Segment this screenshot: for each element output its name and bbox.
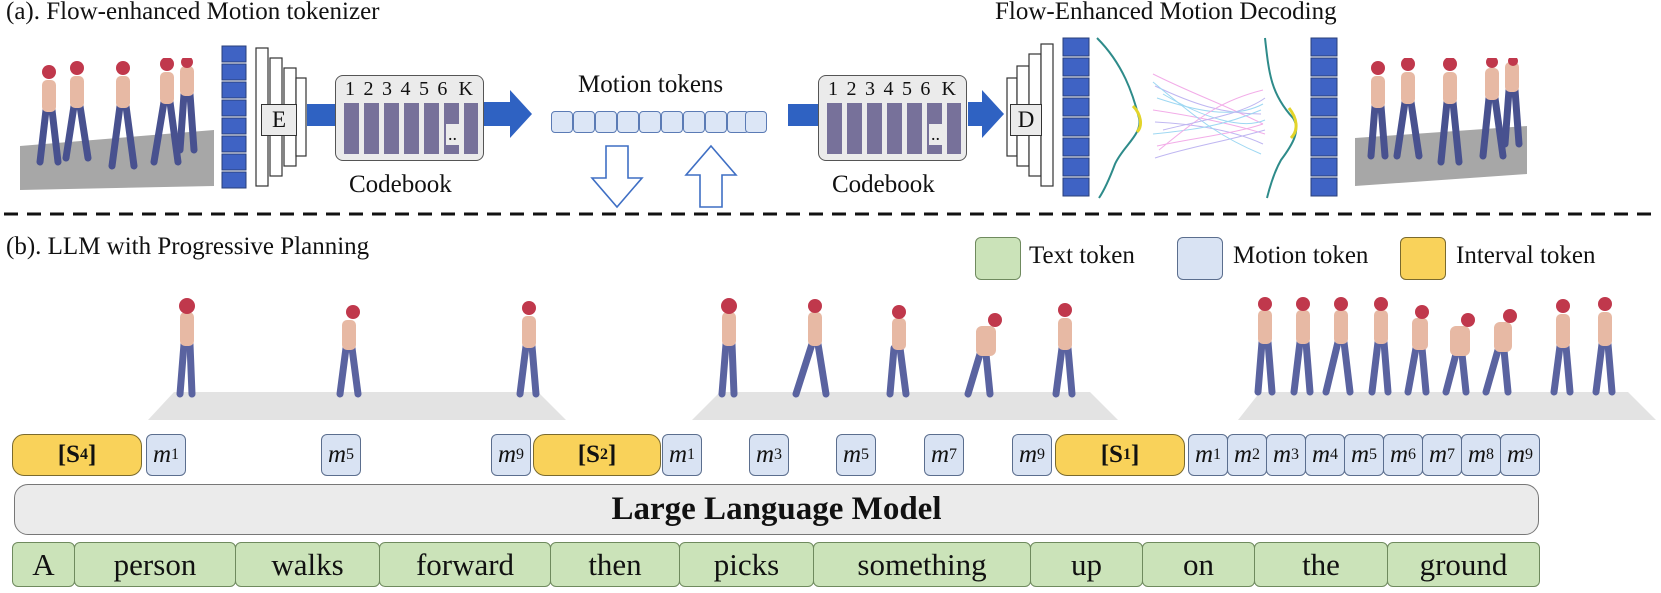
codebook-2-ellipsis: .. (929, 124, 942, 145)
text-token: ground (1387, 542, 1540, 587)
part-b-title: (b). LLM with Progressive Planning (6, 233, 370, 260)
codebook-2-indices: 1 2 3 4 5 6 K (828, 78, 956, 100)
motion-token-cell (683, 111, 705, 133)
codebook-1-bars (344, 103, 478, 154)
arrow-down-to-llm (590, 145, 644, 209)
part-a-title: (a). Flow-enhanced Motion tokenizer (6, 0, 380, 25)
keyframes-s2 (692, 298, 1118, 420)
codebook-1-ellipsis: .. (446, 124, 459, 145)
arrow-codebook-to-decoder (968, 90, 1004, 138)
large-language-model-bar: Large Language Model (14, 484, 1539, 535)
codebook-1-indices: 1 2 3 4 5 6 K (345, 78, 473, 100)
decoding-title: Flow-Enhanced Motion Decoding (995, 0, 1337, 25)
motion-tokens-label: Motion tokens (578, 71, 724, 98)
motion-token-cell (617, 111, 639, 133)
text-token: on (1142, 542, 1255, 587)
input-motion-figures (20, 58, 214, 190)
text-token: forward (379, 542, 551, 587)
encoder-label: E (261, 104, 297, 136)
legend-interval-token-label: Interval token (1456, 242, 1596, 269)
motion-token-cell (573, 111, 595, 133)
legend-motion-token-label: Motion token (1233, 242, 1369, 269)
text-token: the (1254, 542, 1388, 587)
keyframes-s4 (148, 298, 566, 420)
decoder-label: D (1010, 104, 1042, 136)
motion-token-cell (595, 111, 617, 133)
text-token: something (813, 542, 1031, 587)
legend-text-token-label: Text token (1029, 242, 1135, 269)
codebook-1-label: Codebook (349, 171, 452, 198)
motion-token-cell (745, 111, 767, 133)
decoded-features-stack (1310, 37, 1338, 197)
arrow-up-from-llm (684, 144, 738, 208)
text-token: person (74, 542, 236, 587)
codebook-2: 1 2 3 4 5 6 K .. (818, 75, 967, 161)
text-token: walks (235, 542, 380, 587)
keyframes-s1 (1238, 297, 1656, 420)
section-divider (4, 212, 1655, 216)
motion-token-cell (661, 111, 683, 133)
motion-token-cell (551, 111, 573, 133)
legend-text-token-swatch (975, 237, 1021, 280)
motion-token-cell (705, 111, 727, 133)
arrow-codebook-to-tokens (484, 90, 532, 138)
text-token: up (1030, 542, 1143, 587)
codebook-2-label: Codebook (832, 171, 935, 198)
output-motion-figures (1355, 58, 1527, 186)
flow-visualization (1096, 37, 1298, 199)
codebook-2-bars (827, 103, 961, 154)
legend-interval-token-swatch (1400, 237, 1446, 280)
text-token: picks (679, 542, 814, 587)
codebook-1: 1 2 3 4 5 6 K .. (335, 75, 484, 161)
text-token: then (550, 542, 680, 587)
arrow-tokens-to-codebook (788, 104, 820, 126)
legend-motion-token-swatch (1177, 237, 1223, 280)
arrow-encoder-to-codebook (307, 104, 337, 126)
motion-token-cell (639, 111, 661, 133)
text-token: A (12, 542, 75, 587)
